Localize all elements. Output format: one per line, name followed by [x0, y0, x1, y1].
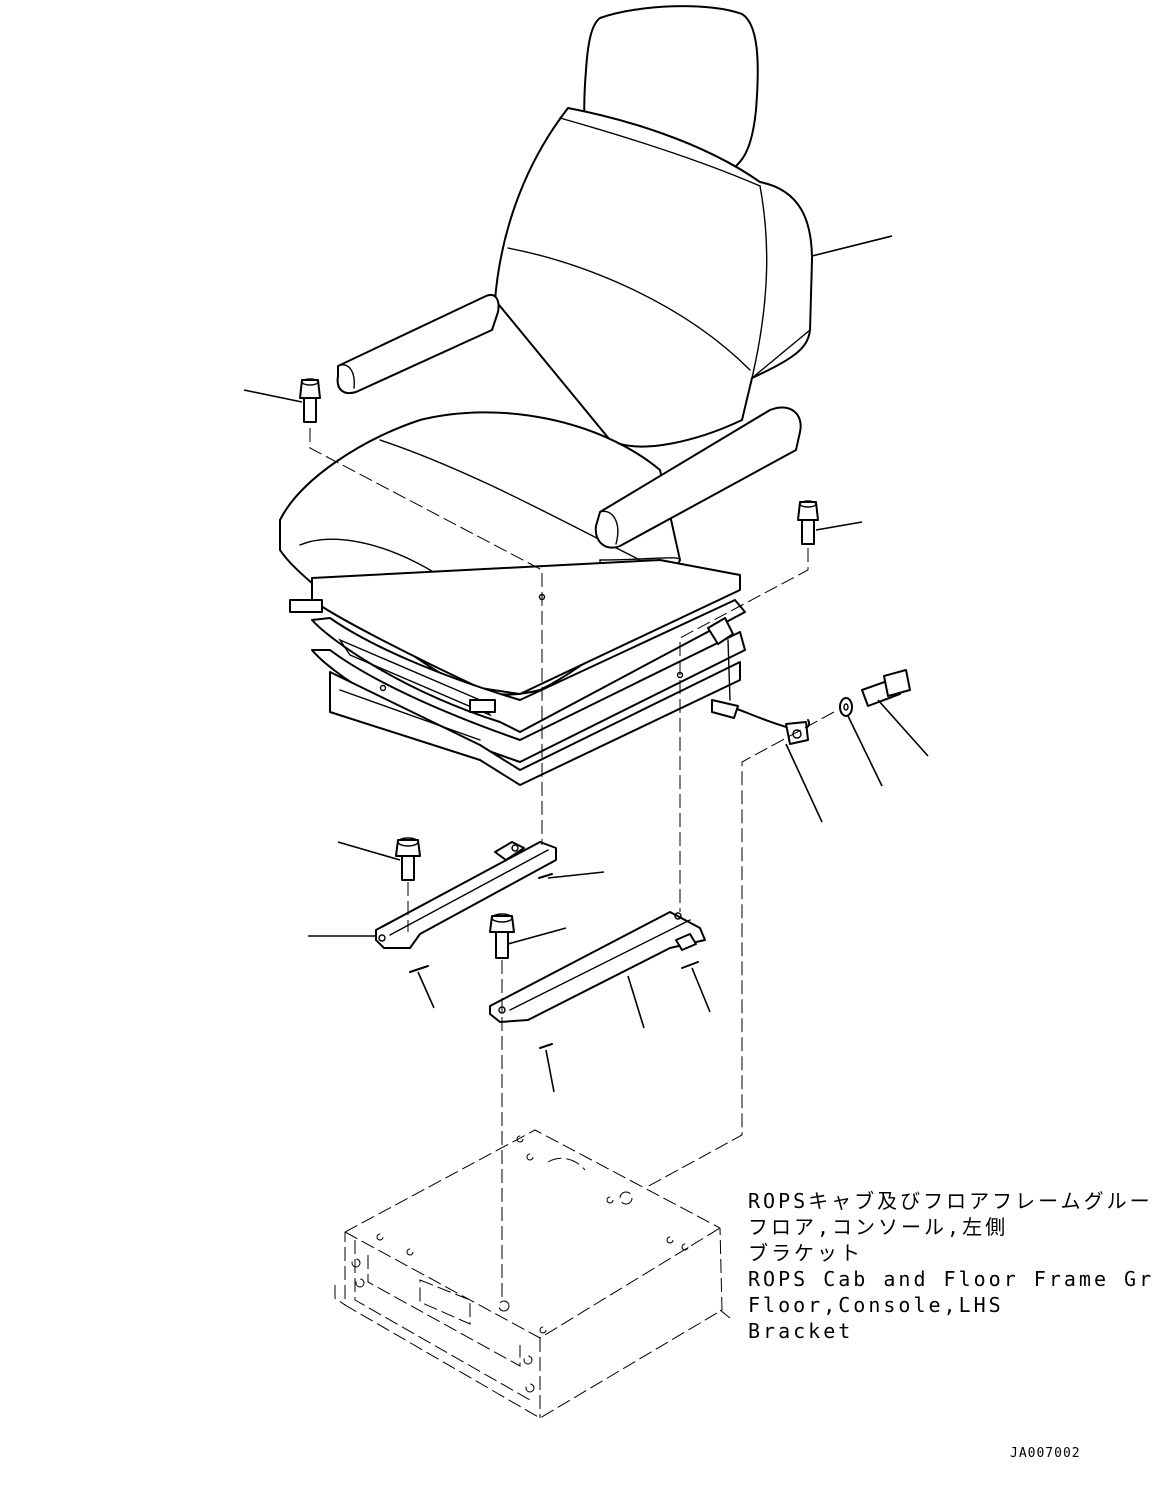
note-line-4: ROPS Cab and Floor Frame Group	[748, 1267, 1153, 1291]
clip-4	[539, 1043, 553, 1049]
slide-rail-right	[489, 911, 706, 1023]
ground-bolt	[861, 669, 911, 707]
clip-3	[681, 961, 699, 969]
note-line-2: フロア,コンソール,左側	[748, 1215, 1009, 1239]
seat-mounting-frame	[329, 661, 741, 786]
note-line-3: ブラケット	[748, 1241, 863, 1265]
rail-bolt-center	[489, 913, 515, 959]
seat-bolt-left	[299, 378, 321, 423]
seat-bolt-right	[797, 500, 819, 545]
ground-cable	[711, 699, 810, 745]
backrest	[494, 107, 813, 448]
note-line-1: ROPSキャブ及びフロアフレームグループ	[748, 1189, 1153, 1213]
note-line-6: Bracket	[748, 1319, 854, 1343]
reference-note: ROPSキャブ及びフロアフレームグループ フロア,コンソール,左側 ブラケット …	[748, 1188, 1153, 1344]
rail-bolt-left	[395, 837, 421, 881]
floor-console-bracket	[334, 1129, 731, 1419]
slide-rail-left	[375, 841, 557, 949]
operator-seat	[279, 5, 813, 786]
ground-washer	[839, 697, 853, 717]
seat-base	[311, 559, 741, 695]
clip-1	[538, 873, 553, 879]
right-armrest	[594, 406, 802, 549]
figure-id: JA007002	[1010, 1446, 1081, 1461]
left-armrest	[336, 294, 500, 394]
alignment-lines	[309, 428, 835, 1300]
leader-lines	[243, 235, 929, 1093]
clip-2	[409, 965, 429, 973]
note-line-5: Floor,Console,LHS	[748, 1293, 1004, 1317]
